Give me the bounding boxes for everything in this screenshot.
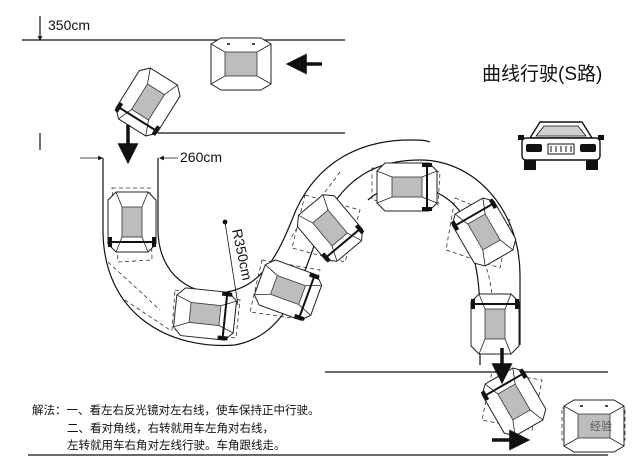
dimension-lines (37, 28, 239, 306)
notes-line-1: 解法：一、看左右反光镜对左右线，使车保持正中行驶。 (32, 403, 320, 417)
entry-inner-line (157, 158, 236, 294)
entry-outer-line (102, 158, 236, 347)
car-top-incoming (210, 37, 272, 91)
car-entry (107, 191, 157, 253)
car-s-lower (250, 256, 326, 324)
car-exit-turning (477, 363, 551, 441)
front-car-icon (518, 121, 604, 170)
car-bottom-left (171, 285, 239, 343)
car-s-middle (291, 188, 369, 268)
radius-line (224, 221, 239, 306)
diagram-title: 曲线行驶(S路) (482, 63, 602, 85)
car-right-top (447, 193, 521, 271)
watermark: 经验 (590, 419, 612, 433)
car-turning-down (110, 62, 186, 142)
notes-line-2: 二、看对角线，右转就用车左角对右线， (67, 421, 274, 435)
direction-arrows (117, 53, 531, 451)
top-width-label: 350cm (48, 17, 90, 33)
car-s-top (376, 162, 438, 212)
car-right-descending (470, 293, 520, 355)
entry-width-label: 260cm (180, 149, 222, 165)
s-curve-right-inner-line (409, 139, 431, 143)
notes-line-3: 左转就用车右角对左线行驶。车角跟线走。 (67, 438, 286, 452)
